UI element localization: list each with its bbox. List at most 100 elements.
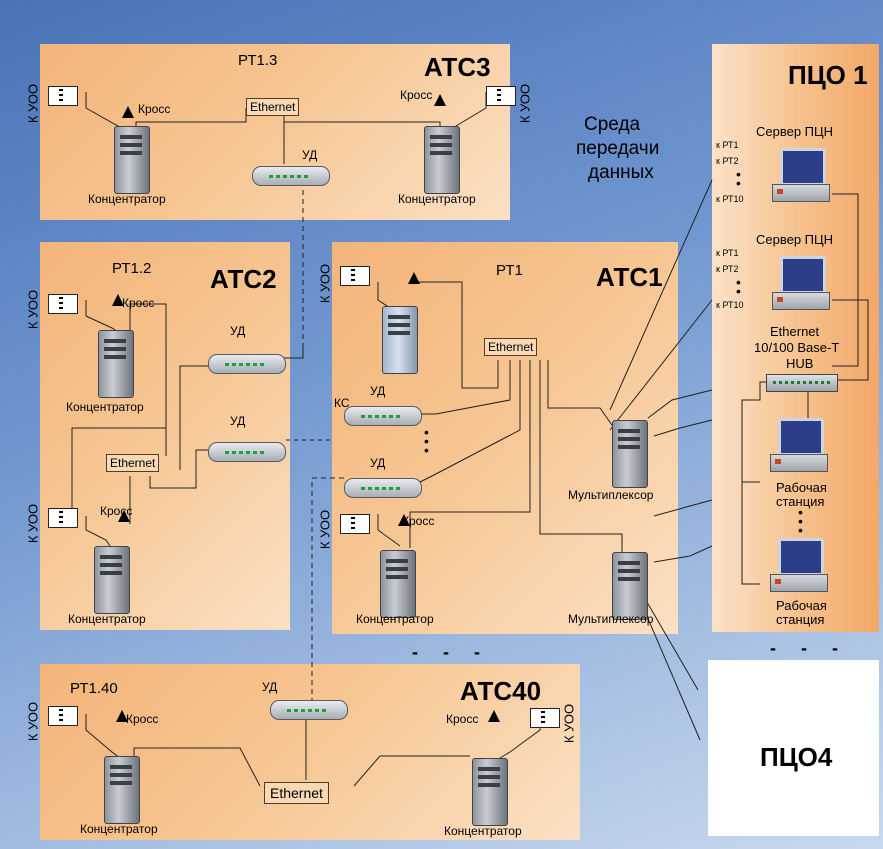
vertical-ellipsis: ••• bbox=[798, 504, 803, 538]
server-computer-icon bbox=[772, 148, 830, 204]
hub-icon bbox=[766, 374, 838, 392]
kross-label: Кросс bbox=[138, 102, 171, 116]
kpt2-label: к РТ2 bbox=[716, 156, 739, 166]
vertical-ellipsis: •• bbox=[736, 274, 741, 299]
kross-label: Кросс bbox=[400, 88, 433, 102]
concentrator-label: Концентратор bbox=[80, 822, 158, 836]
modem-icon bbox=[270, 700, 348, 720]
concentrator-icon bbox=[98, 330, 134, 398]
workstation-icon bbox=[770, 538, 828, 594]
monitor-icon bbox=[778, 538, 824, 576]
system-unit-icon bbox=[770, 574, 828, 592]
patch-panel-icon bbox=[48, 86, 78, 106]
ud-label: УД bbox=[230, 414, 246, 428]
patch-dots bbox=[59, 89, 63, 101]
multiplexer-icon bbox=[612, 552, 648, 620]
ethernet-switch: Ethernet bbox=[246, 98, 300, 116]
kross-label: Кросс bbox=[402, 514, 435, 528]
kross-label: Кросс bbox=[126, 712, 159, 726]
hub-label-1: Ethernet bbox=[770, 324, 820, 339]
modem-icon bbox=[252, 166, 330, 186]
monitor-icon bbox=[778, 418, 824, 456]
multiplexer-label: Мультиплексор bbox=[568, 488, 654, 502]
kyoo-label: К УОО bbox=[25, 701, 41, 742]
patch-panel-icon bbox=[486, 86, 516, 106]
multiplexer-icon bbox=[612, 420, 648, 488]
patch-dots bbox=[351, 517, 355, 529]
pco1-panel bbox=[712, 44, 879, 632]
concentrator-icon bbox=[104, 756, 140, 824]
ud-label: УД bbox=[370, 456, 386, 470]
monitor-icon bbox=[780, 256, 826, 294]
concentrator-label: Концентратор bbox=[88, 192, 166, 206]
concentrator-label: Концентратор bbox=[444, 824, 522, 838]
ethernet-switch: Ethernet bbox=[484, 338, 538, 356]
system-unit-icon bbox=[770, 454, 828, 472]
rt1-label: РТ1 bbox=[496, 262, 523, 279]
ks-label: КС bbox=[334, 396, 350, 410]
kross-label: Кросс bbox=[446, 712, 479, 726]
ellipsis-dashes: - - - bbox=[412, 642, 490, 662]
ethernet-switch: Ethernet bbox=[264, 782, 329, 804]
concentrator-icon bbox=[424, 126, 460, 194]
kyoo-label: К УОО bbox=[317, 263, 333, 304]
ellipsis-dashes: - - - bbox=[770, 638, 848, 658]
ud-label: УД bbox=[230, 324, 246, 338]
kross-label: Кросс bbox=[100, 504, 133, 518]
kpt10-label: к РТ10 bbox=[716, 194, 744, 204]
env-label-1: Среда bbox=[584, 114, 641, 135]
ud-label: УД bbox=[262, 680, 278, 694]
concentrator-icon bbox=[380, 550, 416, 618]
env-label-3: данных bbox=[588, 162, 654, 183]
modem-icon bbox=[344, 478, 422, 498]
patch-dots bbox=[351, 269, 355, 281]
ud-label: УД bbox=[302, 148, 318, 162]
concentrator-icon bbox=[114, 126, 150, 194]
env-label-2: передачи bbox=[576, 138, 660, 159]
atc2-panel bbox=[40, 242, 290, 630]
patch-dots bbox=[497, 89, 501, 101]
patch-panel-icon bbox=[340, 514, 370, 534]
ud-label: УД bbox=[370, 384, 386, 398]
hub-label-3: HUB bbox=[786, 356, 814, 371]
pco1-label: ПЦО 1 bbox=[788, 60, 868, 90]
atc40-label: АТС40 bbox=[460, 676, 542, 706]
kpt10-label: к РТ10 bbox=[716, 300, 744, 310]
patch-dots bbox=[541, 711, 545, 723]
ethernet-switch: Ethernet bbox=[106, 454, 160, 472]
kyoo-label: К УОО bbox=[561, 703, 577, 744]
patch-panel-icon bbox=[48, 508, 78, 528]
concentrator-label: Концентратор bbox=[356, 612, 434, 626]
patch-dots bbox=[59, 709, 63, 721]
server-label: Сервер ПЦН bbox=[756, 124, 834, 139]
atc3-label: АТС3 bbox=[424, 52, 491, 82]
vertical-ellipsis: •• bbox=[736, 166, 741, 191]
workstation-icon bbox=[770, 418, 828, 474]
workstation-label-1: Рабочая bbox=[776, 480, 827, 495]
kyoo-label: К УОО bbox=[517, 83, 533, 124]
vertical-ellipsis: ••• bbox=[424, 424, 429, 458]
patch-panel-icon bbox=[48, 294, 78, 314]
modem-icon bbox=[208, 354, 286, 374]
system-unit-icon bbox=[772, 292, 830, 310]
workstation-label-2: станция bbox=[776, 612, 825, 627]
patch-panel-icon bbox=[48, 706, 78, 726]
server-computer-icon bbox=[772, 256, 830, 312]
kyoo-label: К УОО bbox=[25, 289, 41, 330]
patch-panel-icon bbox=[530, 708, 560, 728]
kpt1-label: к РТ1 bbox=[716, 140, 739, 150]
server-label: Сервер ПЦН bbox=[756, 232, 834, 247]
rt13-label: РТ1.3 bbox=[238, 52, 278, 69]
patch-panel-icon bbox=[340, 266, 370, 286]
concentrator-icon bbox=[94, 546, 130, 614]
concentrator-label: Концентратор bbox=[398, 192, 476, 206]
rt12-label: РТ1.2 bbox=[112, 260, 152, 277]
system-unit-icon bbox=[772, 184, 830, 202]
kross-label: Кросс bbox=[122, 296, 155, 310]
concentrator-label: Концентратор bbox=[66, 400, 144, 414]
patch-dots bbox=[59, 297, 63, 309]
server-tower-icon bbox=[382, 306, 418, 374]
kpt2-label: к РТ2 bbox=[716, 264, 739, 274]
kyoo-label: К УОО bbox=[25, 503, 41, 544]
